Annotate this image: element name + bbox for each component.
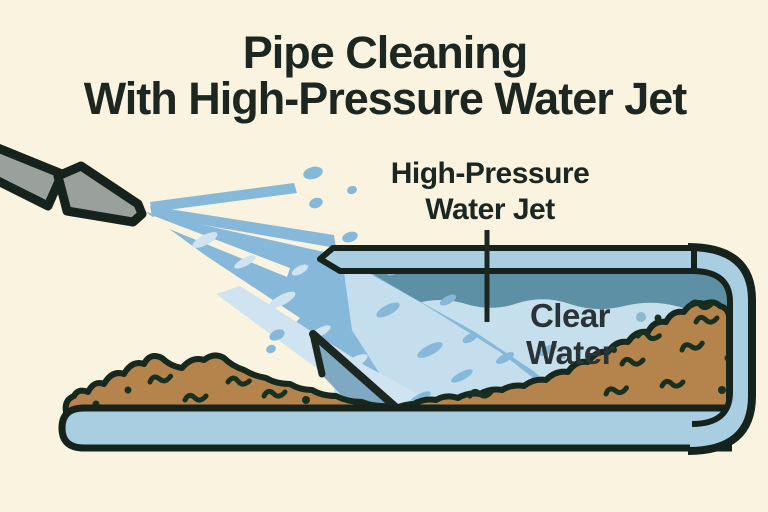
nozzle-shaft [0, 144, 67, 211]
spray-ray-mid [150, 206, 336, 248]
pipe-bottom-wall [58, 404, 732, 452]
page-title: Pipe Cleaning With High-Pressure Water J… [84, 27, 689, 124]
spray-highlight-wash [342, 258, 556, 416]
clear-water-label-line1: Clear [530, 297, 611, 334]
nozzle [0, 144, 147, 227]
pipe-right-cap-inner-line [691, 268, 733, 427]
spray-gap [152, 216, 290, 277]
title-line2: With High-Pressure Water Jet [84, 73, 688, 124]
title-line1: Pipe Cleaning [243, 27, 528, 78]
pipe-cutaway [58, 243, 756, 455]
spray-ray-upper [150, 183, 297, 212]
clear-water-label-line2: Water [526, 334, 615, 371]
pipe-right-cap-outer-line [687, 243, 756, 455]
spray-droplets [266, 166, 358, 354]
nozzle-tip [53, 161, 147, 227]
pipe-top-wall [317, 245, 697, 274]
jet-annotation: High-Pressure Water Jet [391, 157, 590, 322]
jet-label-line1: High-Pressure [391, 157, 590, 190]
pipe-right-cap-band [689, 248, 751, 448]
water-spray [146, 166, 583, 419]
jet-label-line2: Water Jet [425, 193, 555, 226]
clear-water-annotation: Clear Water [526, 297, 615, 371]
jet-impact-lines [309, 330, 404, 415]
dark-water-layer [346, 268, 732, 313]
spray-gap [154, 224, 300, 326]
